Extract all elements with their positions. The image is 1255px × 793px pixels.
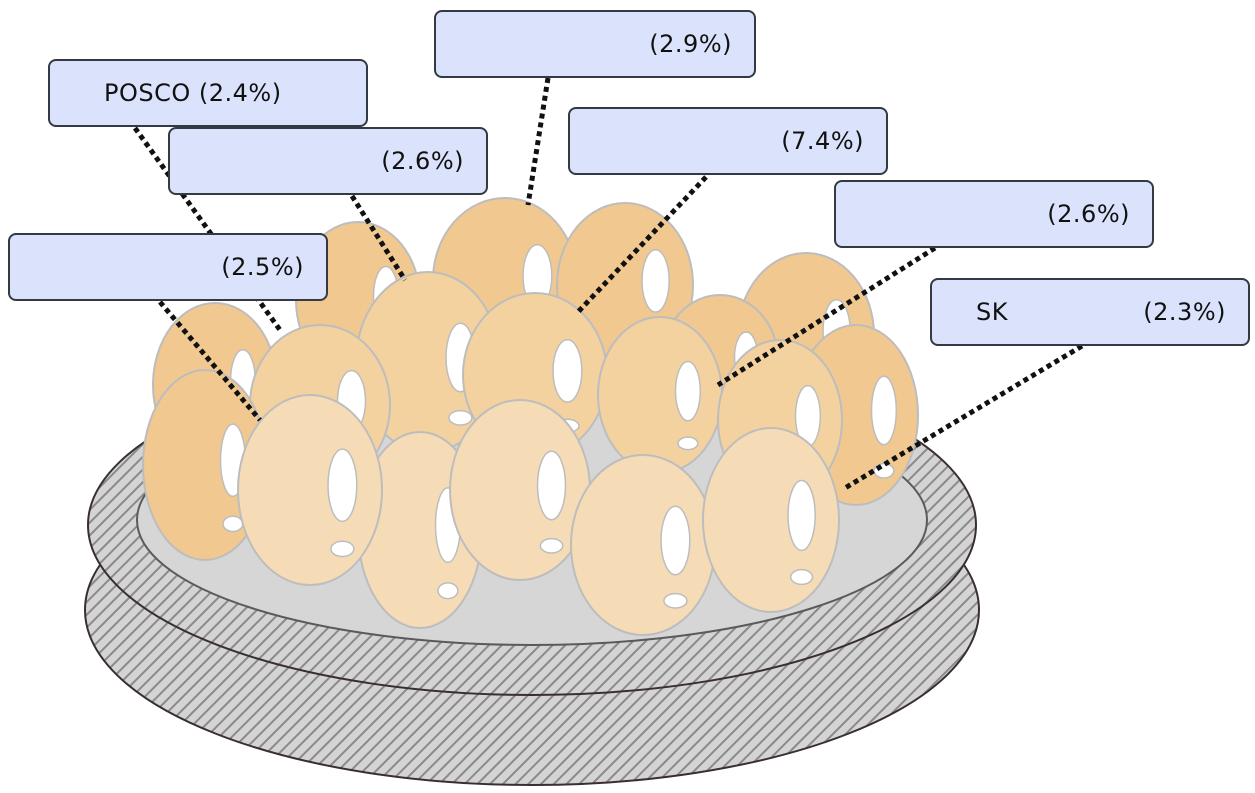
leader-line xyxy=(843,343,1084,491)
label-company-2-5: (2.5%) xyxy=(8,233,328,301)
egg-highlight xyxy=(641,248,670,313)
egg-body xyxy=(237,394,383,586)
egg-highlight xyxy=(660,505,691,576)
egg-body xyxy=(597,316,723,474)
egg-spot xyxy=(677,436,699,451)
egg xyxy=(597,316,723,474)
leader-line xyxy=(716,245,937,388)
egg-spot xyxy=(222,515,244,533)
label-pct: (2.6%) xyxy=(1047,200,1130,228)
egg-body xyxy=(570,454,716,636)
egg xyxy=(702,427,840,613)
label-name: SK xyxy=(976,298,1008,326)
label-posco: POSCO (2.4%) xyxy=(48,59,368,127)
egg-highlight xyxy=(536,450,567,521)
egg-spot xyxy=(330,540,355,558)
egg-highlight xyxy=(327,448,358,523)
eggs-group xyxy=(142,197,919,636)
label-company-2-9: (2.9%) xyxy=(434,10,756,78)
egg-highlight xyxy=(787,479,816,552)
egg-highlight xyxy=(674,360,702,422)
leader-line xyxy=(158,300,262,422)
egg xyxy=(449,399,591,581)
label-pct: (7.4%) xyxy=(781,127,864,155)
label-company-2-6-left: (2.6%) xyxy=(168,127,488,195)
egg-highlight xyxy=(870,375,898,446)
egg-spot xyxy=(789,568,814,586)
label-pct: (2.5%) xyxy=(221,253,304,281)
label-pct: (2.6%) xyxy=(381,147,464,175)
egg xyxy=(570,454,716,636)
label-pct: (2.9%) xyxy=(649,30,732,58)
egg-spot xyxy=(539,537,564,554)
egg-spot xyxy=(448,409,473,426)
egg-body xyxy=(702,427,840,613)
egg-body xyxy=(449,399,591,581)
egg-spot xyxy=(663,592,688,609)
egg xyxy=(237,394,383,586)
label-sk: SK (2.3%) xyxy=(930,278,1250,346)
egg-spot xyxy=(873,462,895,479)
label-pct: (2.3%) xyxy=(1143,298,1226,326)
label-company-7-4: (7.4%) xyxy=(568,107,888,175)
label-company-2-6-right: (2.6%) xyxy=(834,180,1154,248)
egg-highlight xyxy=(552,338,583,403)
leader-line xyxy=(525,77,551,206)
label-pct: (2.4%) xyxy=(198,79,282,107)
leader-line xyxy=(349,194,408,282)
egg-spot xyxy=(437,582,459,600)
label-name: POSCO xyxy=(104,79,191,107)
leader-line xyxy=(576,175,708,314)
